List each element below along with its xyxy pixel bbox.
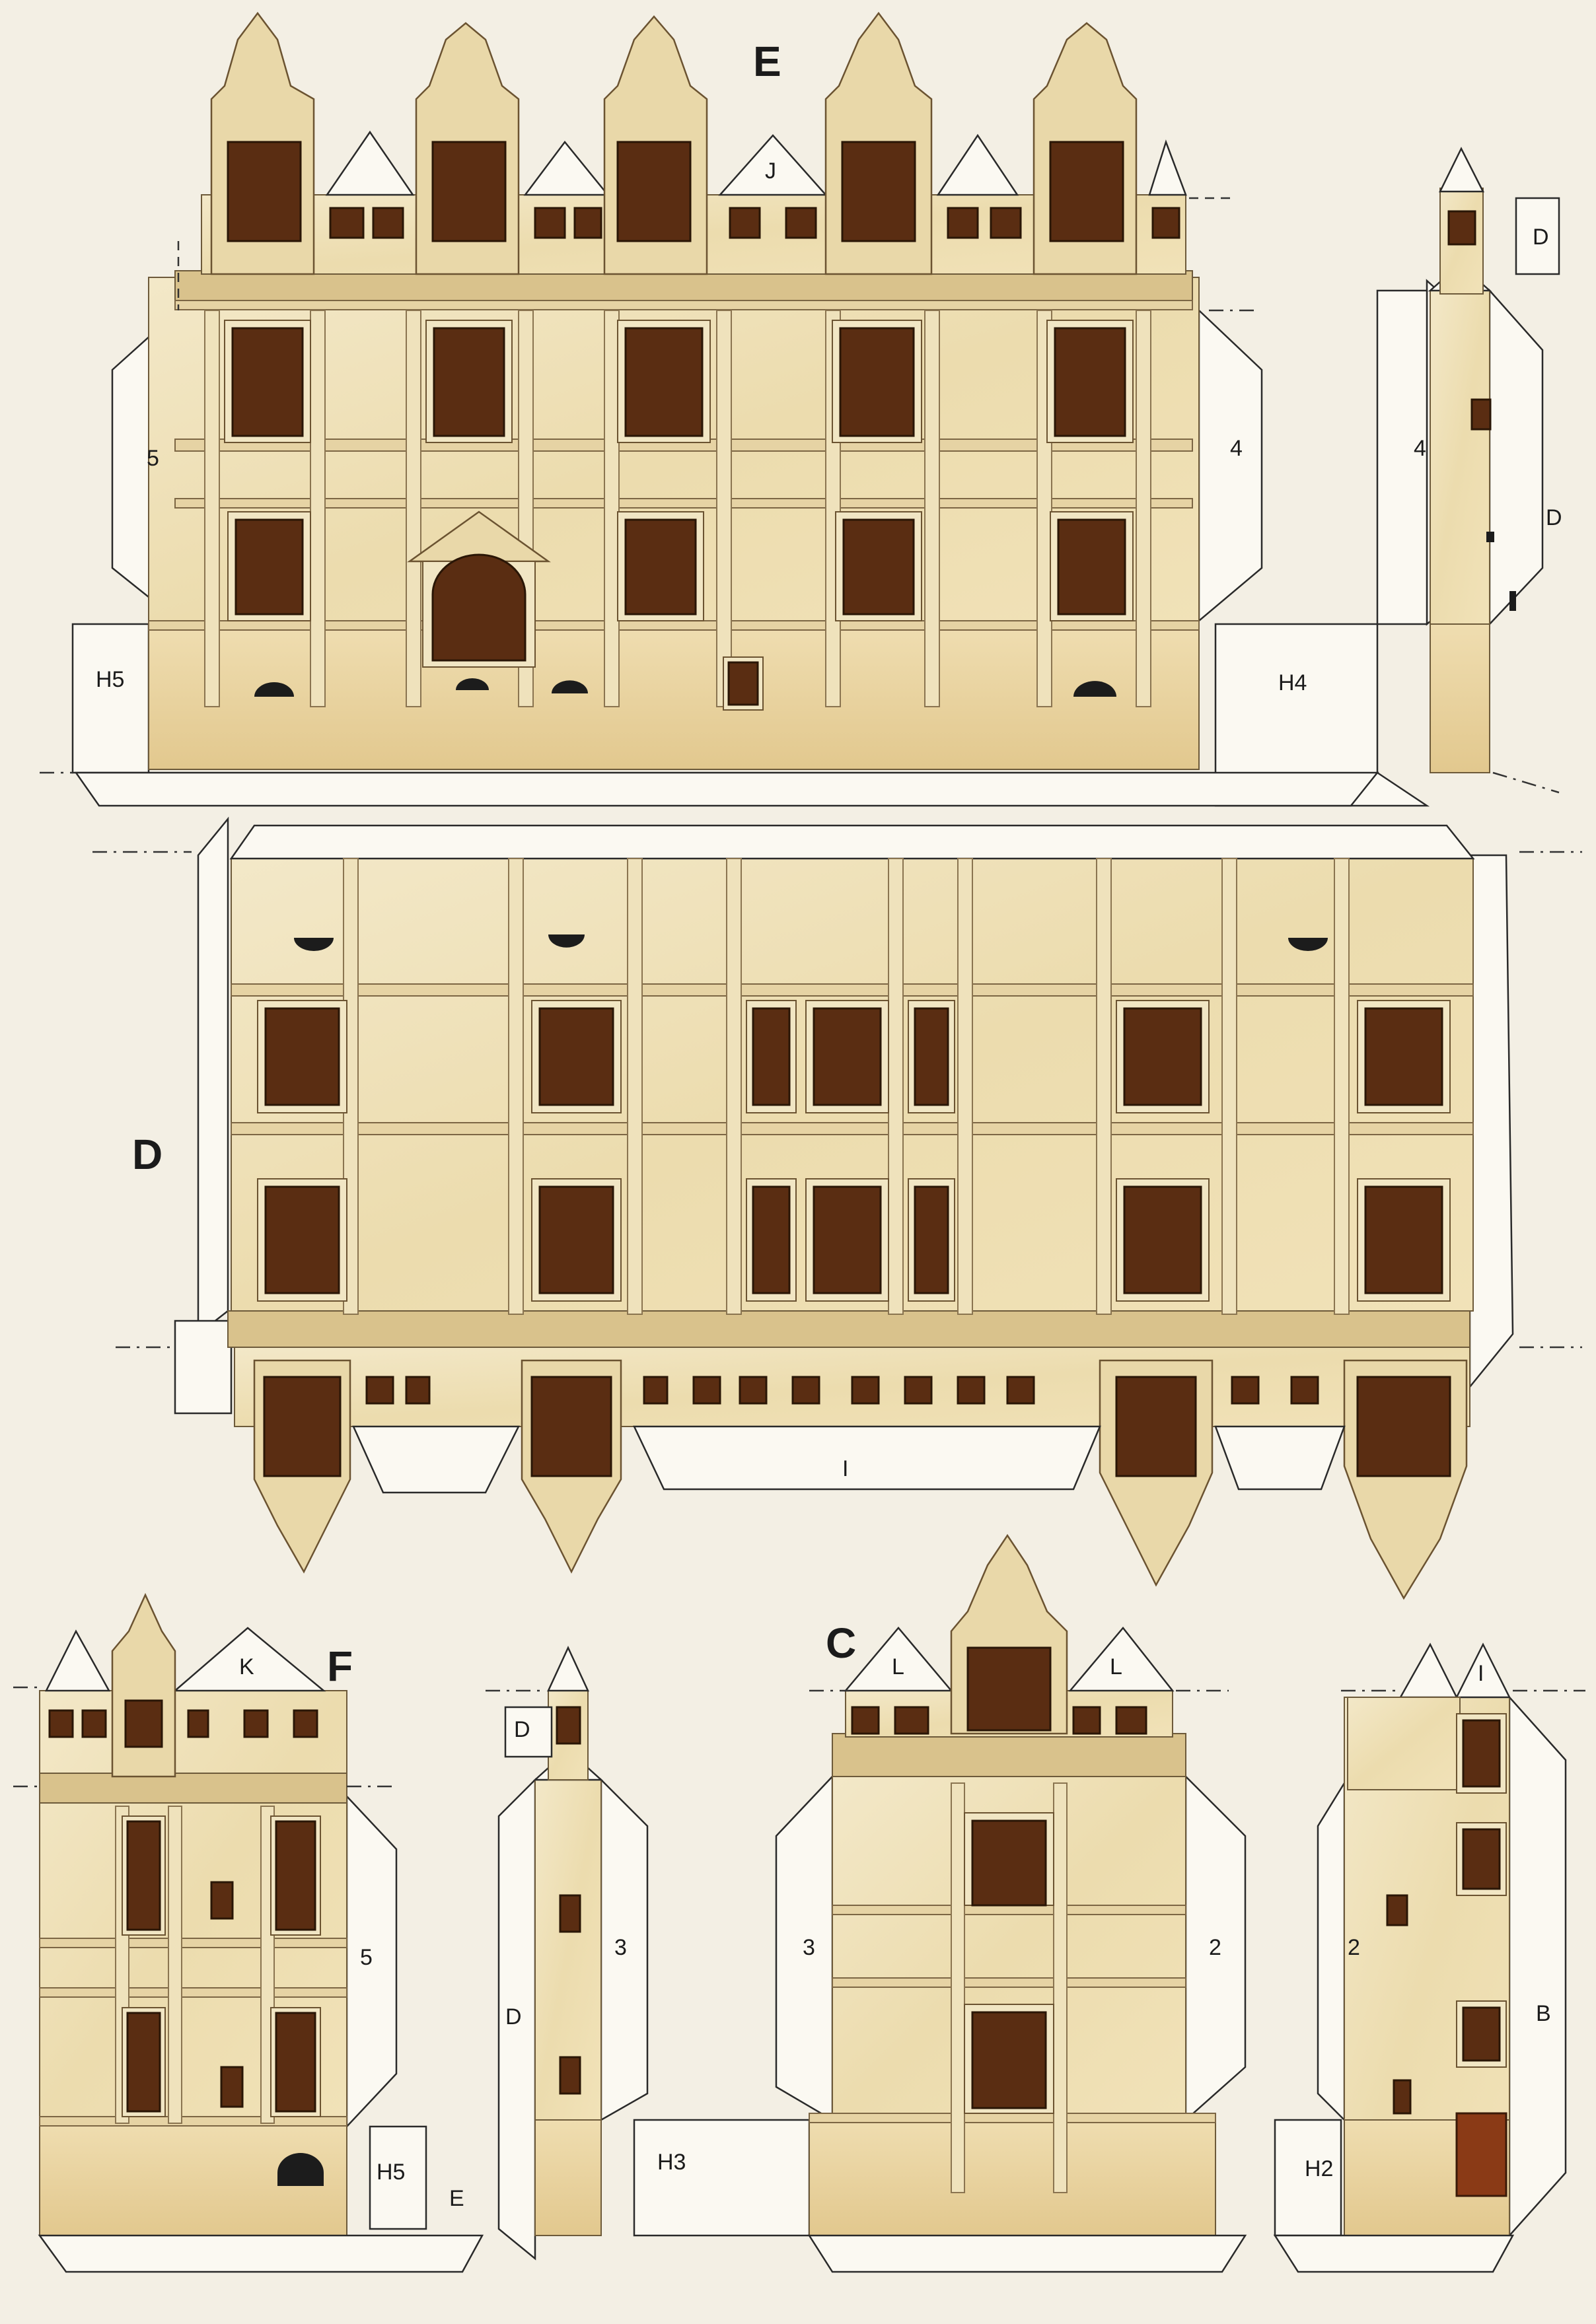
label-h5-e: H5 bbox=[96, 667, 124, 692]
label-5-f: 5 bbox=[360, 1945, 373, 1970]
d-wall-lunettes bbox=[294, 934, 1328, 951]
label-d-left-top: D bbox=[514, 1717, 530, 1742]
piece-c: C L L 3 2 bbox=[775, 1533, 1247, 2273]
d-upper-windows bbox=[257, 1000, 1451, 1113]
tab-i-small bbox=[1455, 1642, 1511, 1699]
e-cornice bbox=[174, 270, 1193, 301]
piece-b: I 2 B H2 bbox=[1273, 1642, 1585, 2273]
piece-e-side: D 4 D bbox=[1376, 147, 1562, 794]
d-gallery-small-windows bbox=[365, 1376, 1319, 1405]
label-d-left-side: D bbox=[505, 2004, 522, 2029]
tab-l-right bbox=[1068, 1627, 1175, 1692]
label-f: F bbox=[327, 1642, 353, 1690]
tab-bottom-strip bbox=[74, 771, 1379, 807]
piece-d-small-tower: D 3 D H3 bbox=[486, 1646, 811, 2261]
label-e-small: E bbox=[449, 2186, 464, 2211]
tab-j bbox=[718, 134, 828, 196]
label-b: B bbox=[1536, 2001, 1551, 2026]
f-windows bbox=[122, 1815, 324, 2186]
label-4-side: 4 bbox=[1414, 436, 1426, 461]
e-arched-door bbox=[407, 511, 551, 668]
piece-d-facade: D I bbox=[92, 816, 1582, 1600]
b-door bbox=[1455, 2112, 1507, 2197]
label-i-small: I bbox=[1478, 1661, 1484, 1686]
e-cellar-openings bbox=[254, 656, 1116, 711]
label-3-tower: 3 bbox=[614, 1935, 627, 1960]
piece-e-facade: E J 5 4 H5 H4 bbox=[40, 11, 1430, 807]
e-dormers bbox=[210, 11, 1138, 275]
tab-4-right bbox=[1198, 308, 1263, 623]
e-upper-windows bbox=[224, 320, 1134, 443]
d-cornice bbox=[227, 1310, 1470, 1348]
label-h5-f: H5 bbox=[377, 2160, 405, 2185]
d-lower-windows bbox=[257, 1178, 1451, 1302]
label-h4: H4 bbox=[1278, 670, 1307, 695]
label-h2: H2 bbox=[1305, 2156, 1333, 2181]
label-e: E bbox=[753, 38, 781, 85]
e-lower-windows bbox=[227, 511, 1134, 621]
e-attic-windows bbox=[329, 207, 1180, 239]
tab-i bbox=[633, 1425, 1101, 1491]
label-l-right: L bbox=[1110, 1654, 1122, 1679]
label-5-e: 5 bbox=[147, 446, 159, 471]
label-i: I bbox=[842, 1456, 848, 1481]
label-h3: H3 bbox=[657, 2150, 686, 2175]
tab-k bbox=[172, 1627, 326, 1692]
label-c: C bbox=[826, 1619, 856, 1667]
tab-h5-left bbox=[71, 623, 150, 774]
label-4-e: 4 bbox=[1230, 436, 1243, 461]
label-j: J bbox=[765, 158, 776, 184]
label-3-c: 3 bbox=[803, 1935, 815, 1960]
label-l-left: L bbox=[892, 1654, 904, 1679]
label-k: K bbox=[239, 1654, 254, 1679]
tab-l-left bbox=[844, 1627, 953, 1692]
label-d: D bbox=[132, 1131, 163, 1178]
label-d-e-side: D bbox=[1546, 505, 1562, 530]
side-tower-wall bbox=[1430, 290, 1490, 625]
label-d-e-top: D bbox=[1533, 225, 1549, 250]
piece-f: F K 5 H5 E bbox=[13, 1592, 484, 2273]
label-2-c: 2 bbox=[1209, 1935, 1221, 1960]
label-2-b: 2 bbox=[1348, 1935, 1360, 1960]
d-oriels bbox=[253, 1359, 1468, 1600]
